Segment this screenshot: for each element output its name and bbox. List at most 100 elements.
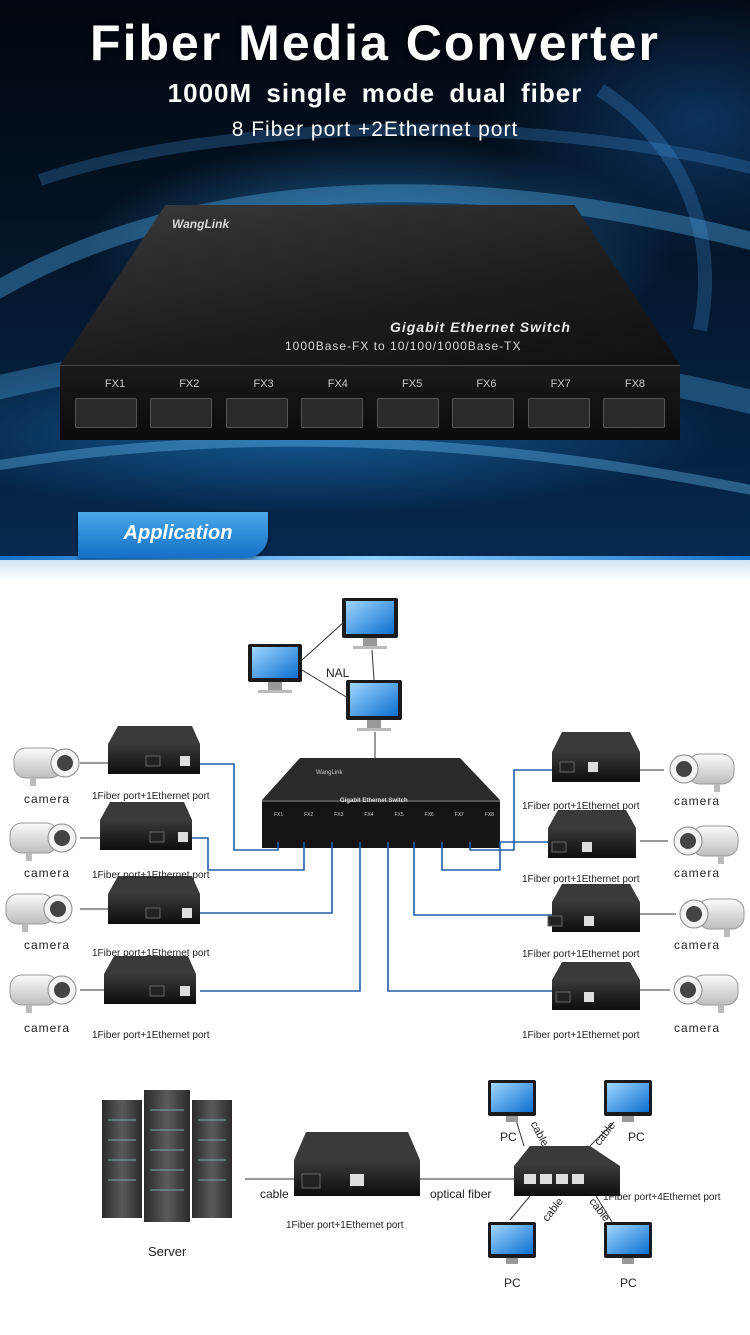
media-converter-icon: [100, 802, 192, 850]
converter-label: 1Fiber port+1Ethernet port: [522, 949, 640, 960]
cable-label: cable: [260, 1187, 289, 1201]
pc-monitor-icon: [604, 1080, 652, 1122]
network-topology: WangLink: [5, 598, 745, 1264]
port-label-row: FX1 FX2 FX3 FX4 FX5 FX6 FX7 FX8: [85, 378, 665, 390]
converter-label: 1Fiber port+1Ethernet port: [522, 874, 640, 885]
server-rack-icon: [102, 1090, 232, 1222]
converter-label: 1Fiber port+1Ethernet port: [92, 1030, 210, 1041]
camera-icon: [5, 893, 73, 932]
brand-logo: WangLink: [172, 217, 230, 231]
switch-model-label: Gigabit Ethernet Switch: [390, 319, 571, 335]
converter-label: 1Fiber port+1Ethernet port: [522, 801, 640, 812]
fiber-port: [301, 398, 364, 428]
hub-port-labels: FX1 FX2 FX3 FX4 FX5 FX6 FX7 FX8: [274, 812, 494, 818]
nal-label: NAL: [326, 666, 350, 680]
fiber-port: [452, 398, 515, 428]
media-converter-icon: [548, 810, 636, 858]
hero-fade: [0, 560, 750, 580]
port-summary: 8 Fiber port +2Ethernet port: [231, 118, 519, 141]
port-label: FX8: [484, 812, 494, 818]
fiber-port: [602, 398, 665, 428]
fiber-links: [180, 763, 552, 992]
port-label: FX6: [424, 812, 434, 818]
camera-label: camera: [24, 938, 71, 952]
hero-banner: Fiber Media Converter 1000M single mode …: [0, 0, 750, 580]
port-label: FX2: [304, 812, 314, 818]
product-subtitle: 1000M single mode dual fiber: [167, 78, 583, 108]
nal-monitors: [248, 598, 402, 758]
pc-monitor-icon: [488, 1080, 536, 1122]
pc-label: PC: [500, 1130, 517, 1144]
monitor-icon: [248, 644, 302, 693]
monitor-icon: [346, 680, 402, 731]
port-label: FX8: [624, 378, 646, 390]
camera-icon: [13, 747, 80, 786]
camera-label: camera: [674, 794, 721, 808]
fiber-port: [75, 398, 137, 428]
switch-spec-label: 1000Base-FX to 10/100/1000Base-TX: [285, 339, 522, 353]
media-converter-icon: [547, 884, 640, 932]
svg-text:WangLink: WangLink: [316, 770, 343, 776]
camera-icon: [679, 898, 745, 937]
converter-label: 1Fiber port+1Ethernet port: [92, 870, 210, 881]
converter-label: 1Fiber port+1Ethernet port: [92, 948, 210, 959]
port-label: FX4: [327, 378, 348, 390]
monitor-icon: [342, 598, 398, 649]
port-label: FX2: [179, 378, 200, 390]
central-fiber-switch: WangLink: [262, 758, 500, 848]
port-label: FX5: [402, 378, 423, 390]
converter-label: 1Fiber port+1Ethernet port: [522, 1030, 640, 1041]
camera-label: camera: [24, 1021, 71, 1035]
converter-label: 1Fiber port+1Ethernet port: [92, 791, 210, 802]
port-label: FX4: [364, 812, 374, 818]
application-diagram: WangLink: [0, 580, 750, 1335]
camera-label: camera: [674, 938, 721, 952]
fiber-port: [527, 398, 590, 428]
camera-label: camera: [24, 866, 71, 880]
camera-icon: [673, 974, 739, 1013]
fiber-port: [150, 398, 213, 428]
media-converter-icon: [294, 1132, 420, 1196]
camera-label: camera: [674, 1021, 721, 1035]
switch-top-panel: [60, 205, 680, 365]
pc-monitor-icon: [488, 1222, 536, 1264]
media-converter-icon: [552, 732, 640, 782]
media-converter-icon: [108, 726, 200, 774]
port-label: FX3: [253, 378, 274, 390]
camera-icon: [673, 825, 739, 864]
server-label: Server: [148, 1244, 187, 1259]
fiber-port-row: [75, 398, 665, 428]
section-tab-application: Application: [78, 512, 268, 558]
switch-label: 1Fiber port+4Ethernet port: [603, 1192, 721, 1203]
camera-icon: [9, 822, 77, 861]
section-tab-label: Application: [123, 522, 233, 544]
camera-icon: [9, 974, 77, 1013]
port-label: FX1: [104, 378, 126, 390]
fiber-switch-product-image: WangLink Gigabit Ethernet Switch 1000Bas…: [60, 205, 680, 445]
pc-label: PC: [628, 1130, 645, 1144]
media-converter-icon: [104, 956, 196, 1004]
port-label: FX3: [334, 812, 344, 818]
media-converter-icon: [108, 876, 200, 924]
port-label: FX7: [550, 378, 571, 390]
port-label: FX1: [274, 812, 284, 818]
switch-front-panel: FX1 FX2 FX3 FX4 FX5 FX6 FX7 FX8: [60, 365, 680, 440]
ethernet-switch-icon: [514, 1146, 620, 1196]
hub-switch-label: Gigabit Ethernet Switch: [340, 798, 408, 804]
section-divider: [0, 556, 750, 560]
camera-links: [80, 762, 676, 991]
port-label: FX6: [476, 378, 497, 390]
fiber-port: [225, 398, 288, 428]
port-label: FX7: [454, 812, 464, 818]
fiber-port: [376, 398, 439, 428]
page-title: Fiber Media Converter: [90, 15, 660, 71]
converter-label: 1Fiber port+1Ethernet port: [286, 1220, 404, 1231]
camera-label: camera: [674, 866, 721, 880]
pc-cables: [509, 1119, 615, 1223]
port-label: FX5: [394, 812, 404, 818]
optical-fiber-label: optical fiber: [430, 1187, 492, 1201]
pc-label: PC: [504, 1276, 521, 1290]
camera-icon: [669, 753, 735, 792]
media-converter-icon: [552, 962, 640, 1010]
camera-label: camera: [24, 792, 71, 806]
